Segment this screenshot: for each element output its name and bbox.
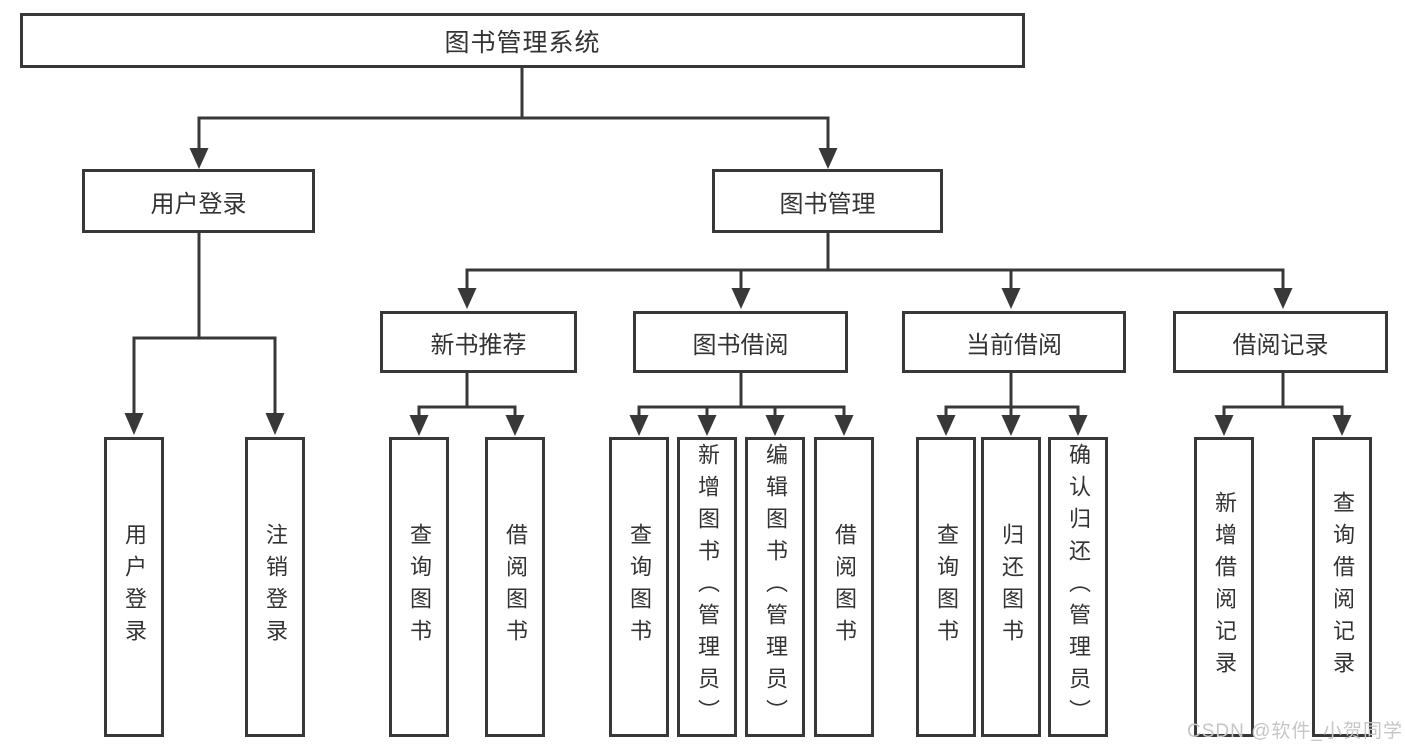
connector-root-to-level2 xyxy=(197,66,830,150)
leaf-label: 编辑图书（管理员） xyxy=(763,443,788,731)
connector-bookborrow-to-leaves xyxy=(637,371,846,417)
leaf-query-books-2: 查询图书 xyxy=(609,437,669,737)
leaf-label: 注销登录 xyxy=(263,523,288,651)
node-book-borrow: 图书借阅 xyxy=(633,311,848,373)
node-current-borrow: 当前借阅 xyxy=(902,311,1126,373)
arrowhead-icon xyxy=(189,148,209,169)
connector-userlogin-to-leaves xyxy=(132,231,277,415)
leaf-logout: 注销登录 xyxy=(245,437,305,737)
leaf-add-borrow-record: 新增借阅记录 xyxy=(1194,437,1254,737)
node-book-management: 图书管理 xyxy=(712,169,943,233)
connector-newbooks-to-leaves xyxy=(417,371,517,417)
node-root-system: 图书管理系统 xyxy=(20,13,1025,68)
leaf-query-books-1: 查询图书 xyxy=(389,437,449,737)
leaf-query-books-3: 查询图书 xyxy=(916,437,976,737)
arrowhead-icon xyxy=(505,415,525,436)
leaf-user-login: 用户登录 xyxy=(104,437,164,737)
leaf-borrow-books-1: 借阅图书 xyxy=(485,437,545,737)
node-new-book-recommend: 新书推荐 xyxy=(380,311,577,373)
leaf-label: 新增借阅记录 xyxy=(1212,491,1237,683)
arrowhead-icon xyxy=(834,415,854,436)
arrowhead-icon xyxy=(265,413,285,435)
arrowhead-icon xyxy=(765,415,785,436)
arrowhead-icon xyxy=(1273,288,1293,309)
leaf-label: 新增图书（管理员） xyxy=(695,443,720,731)
arrowheads xyxy=(124,148,1352,436)
leaf-edit-book-admin: 编辑图书（管理员） xyxy=(745,437,805,737)
leaf-label: 查询图书 xyxy=(407,523,432,651)
leaf-confirm-return-admin: 确认归还（管理员） xyxy=(1048,437,1108,737)
connector-borrowrecords-to-leaves xyxy=(1222,371,1344,417)
arrowhead-icon xyxy=(1332,415,1352,436)
leaf-label: 查询图书 xyxy=(934,523,959,651)
leaf-label: 查询借阅记录 xyxy=(1330,491,1355,683)
connector-currentborrow-to-leaves xyxy=(944,371,1080,417)
arrowhead-icon xyxy=(1214,415,1234,436)
leaf-query-borrow-record: 查询借阅记录 xyxy=(1312,437,1372,737)
leaf-add-book-admin: 新增图书（管理员） xyxy=(677,437,737,737)
leaf-borrow-books-2: 借阅图书 xyxy=(814,437,874,737)
leaf-label: 用户登录 xyxy=(122,523,147,651)
arrowhead-icon xyxy=(1001,288,1021,309)
leaf-return-book: 归还图书 xyxy=(981,437,1041,737)
node-borrow-records: 借阅记录 xyxy=(1173,311,1388,373)
leaf-label: 查询图书 xyxy=(627,523,652,651)
leaf-label: 借阅图书 xyxy=(503,523,528,651)
leaf-label: 确认归还（管理员） xyxy=(1066,443,1091,731)
arrowhead-icon xyxy=(409,415,429,436)
arrowhead-icon xyxy=(731,288,751,309)
leaf-label: 借阅图书 xyxy=(832,523,857,651)
arrowhead-icon xyxy=(629,415,649,436)
arrowhead-icon xyxy=(1068,415,1088,436)
leaf-label: 归还图书 xyxy=(999,523,1024,651)
connector-bookmgmt-to-level3 xyxy=(465,231,1285,290)
arrowhead-icon xyxy=(124,413,144,435)
arrowhead-icon xyxy=(457,288,477,309)
arrowhead-icon xyxy=(936,415,956,436)
csdn-watermark: CSDN @软件_小贺同学 xyxy=(1187,721,1403,742)
node-user-login: 用户登录 xyxy=(82,169,315,233)
arrowhead-icon xyxy=(697,415,717,436)
arrowhead-icon xyxy=(818,148,838,169)
arrowhead-icon xyxy=(1001,415,1021,436)
